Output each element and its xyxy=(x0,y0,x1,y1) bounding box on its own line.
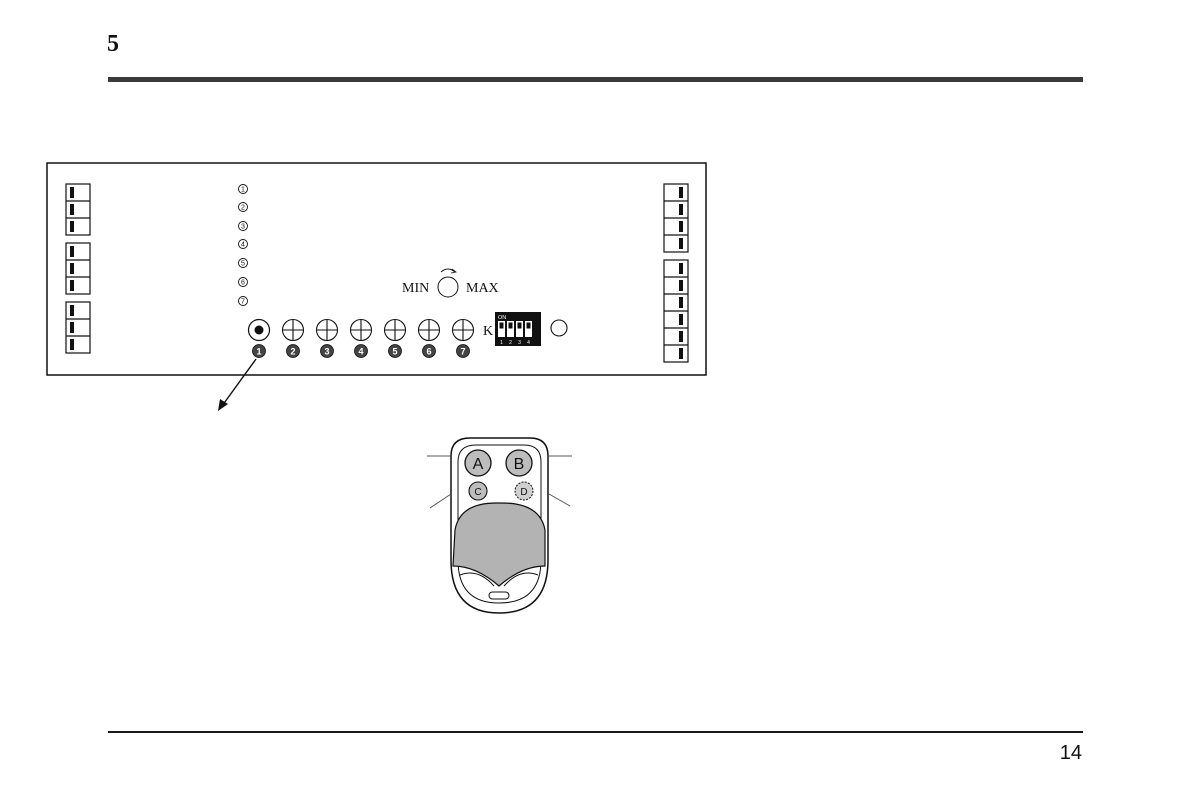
remote-control: A B C D xyxy=(427,438,572,613)
dip-number-label: 2 xyxy=(509,340,512,346)
led-label: 2 xyxy=(241,205,245,212)
left-terminals xyxy=(66,184,90,353)
led-label: 3 xyxy=(241,224,245,231)
k-label: K xyxy=(483,324,493,339)
dip-on-label: ON xyxy=(498,315,506,321)
dip-number-label: 1 xyxy=(500,340,503,346)
trimmer-knob xyxy=(438,277,458,297)
led-label: 4 xyxy=(241,242,245,249)
button-number-label: 5 xyxy=(392,347,397,357)
led-label: 5 xyxy=(241,261,245,268)
left-terminal-screws xyxy=(70,187,74,350)
button-number-label: 2 xyxy=(290,347,295,357)
right-terminals xyxy=(664,184,688,362)
dip-number-label: 4 xyxy=(527,340,530,346)
remote-label-a: A xyxy=(473,456,484,473)
trimmer-min-label: MIN xyxy=(402,281,429,296)
dip-switch: ON 1 2 3 4 xyxy=(495,312,541,346)
led-label: 6 xyxy=(241,280,245,287)
remote-keyring-slot xyxy=(489,592,509,599)
button-number-label: 4 xyxy=(358,347,363,357)
button-number-label: 1 xyxy=(256,347,261,357)
remote-label-b: B xyxy=(514,456,525,473)
button-number-label: 7 xyxy=(460,347,465,357)
remote-label-c: C xyxy=(474,487,481,498)
status-led xyxy=(551,320,567,336)
control-board xyxy=(47,163,706,375)
button-number-label: 3 xyxy=(324,347,329,357)
dip-number-label: 3 xyxy=(518,340,521,346)
bottom-rule xyxy=(108,731,1083,733)
button-number-label: 6 xyxy=(426,347,431,357)
page-number: 14 xyxy=(1060,741,1082,765)
remote-label-d: D xyxy=(520,487,527,498)
led-label: 1 xyxy=(241,187,245,194)
right-terminal-screws xyxy=(679,187,683,359)
led-label: 7 xyxy=(241,299,245,306)
trimmer-max-label: MAX xyxy=(466,281,499,296)
